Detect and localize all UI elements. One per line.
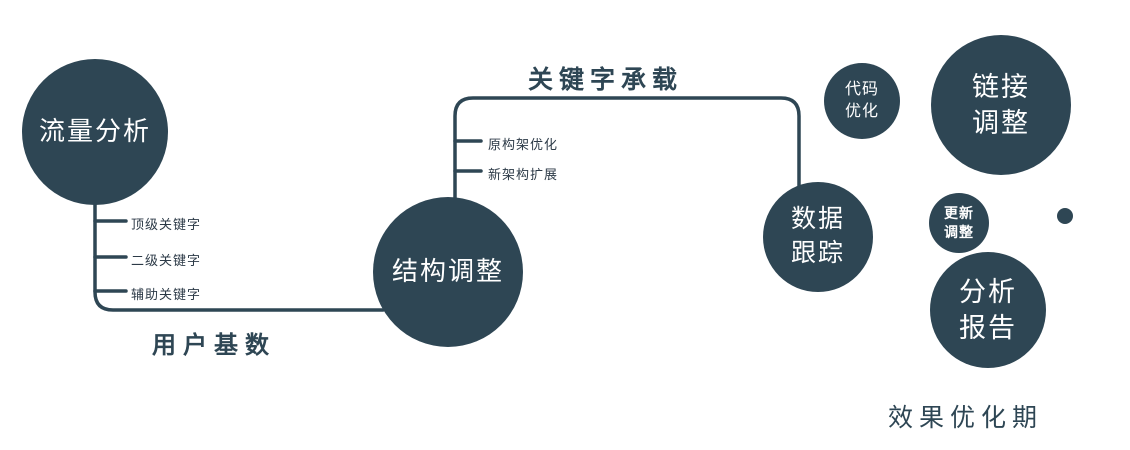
node-data-tracking: 数据 跟踪	[763, 182, 873, 292]
edge-label-user-base: 用户基数	[152, 332, 276, 359]
node-analysis-report: 分析 报告	[930, 252, 1046, 368]
node-analysis-report-line2: 报告	[959, 313, 1017, 343]
node-update-adjustment-line1: 更新	[944, 205, 974, 222]
edge-label-keyword-carrying: 关键字承载	[528, 66, 684, 94]
node-code-optimization: 代码 优化	[824, 63, 900, 139]
node-traffic-analysis: 流量分析	[22, 59, 168, 205]
node-structure-adjustment-label: 结构调整	[391, 256, 504, 287]
node-update-adjustment-line2: 调整	[944, 224, 974, 240]
branch-label-secondary-keyword: 二级关键字	[131, 253, 202, 268]
branch-label-auxiliary-keyword: 辅助关键字	[131, 287, 202, 302]
node-data-tracking-line1: 数据	[790, 205, 845, 234]
branch-label-original-architecture: 原构架优化	[488, 137, 559, 152]
node-analysis-report-line1: 分析	[959, 276, 1017, 307]
branch-label-new-architecture: 新架构扩展	[488, 167, 559, 182]
node-link-adjustment-line1: 链接	[972, 71, 1030, 102]
node-link-adjustment: 链接 调整	[931, 35, 1071, 175]
bullet-dot	[1057, 208, 1073, 224]
caption-effect-optimization-period: 效果优化期	[888, 404, 1044, 432]
node-link-adjustment-line2: 调整	[972, 108, 1030, 138]
node-traffic-analysis-label: 流量分析	[38, 116, 151, 147]
node-structure-adjustment: 结构调整	[373, 197, 523, 347]
branch-label-top-keyword: 顶级关键字	[131, 217, 202, 232]
node-code-optimization-line1: 代码	[844, 81, 879, 99]
node-update-adjustment: 更新 调整	[929, 193, 989, 253]
node-data-tracking-line2: 跟踪	[790, 239, 845, 267]
node-code-optimization-line2: 优化	[844, 103, 879, 120]
edge-structure-to-tracking	[453, 96, 801, 201]
